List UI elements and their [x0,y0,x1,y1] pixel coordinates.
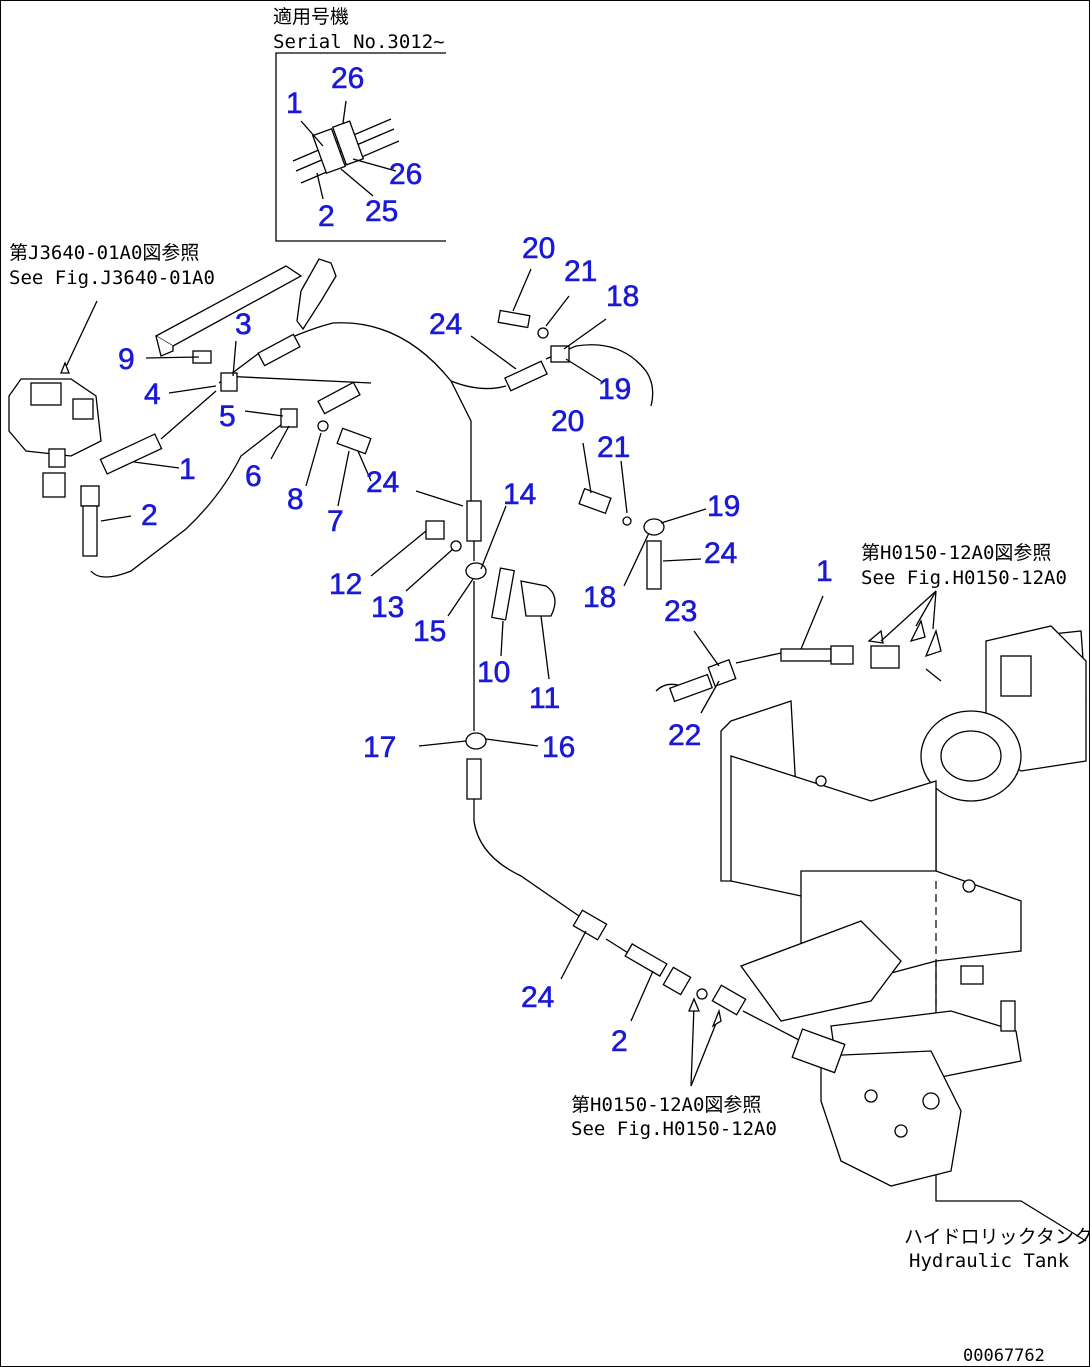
callout-15: 15 [413,615,446,648]
ref-top-en: See Fig.J3640-01A0 [9,267,215,289]
center-hose [425,500,802,1042]
ref-bottom-jp: 第H0150-12A0図参照 [571,1094,761,1116]
callout-1: 1 [816,555,833,588]
callout-20: 20 [522,232,555,265]
tank-label-jp: ハイドロリックタンク [904,1226,1090,1248]
serial-note-en: Serial No.3012~ [273,31,445,53]
callout-18: 18 [606,280,639,313]
callout-4: 4 [144,378,161,411]
callout-6: 6 [245,460,262,493]
callout-14: 14 [503,478,536,511]
callout-11: 11 [529,682,560,715]
callout-22: 22 [668,719,701,752]
callout-13: 13 [371,591,404,624]
ref-right-jp: 第H0150-12A0図参照 [861,542,1051,564]
callout-5: 5 [219,400,236,433]
callout-1: 1 [179,453,196,486]
callout-16: 16 [542,731,575,764]
callout-7: 7 [327,505,344,538]
ref-right-en: See Fig.H0150-12A0 [861,567,1067,589]
callout-2: 2 [611,1025,628,1058]
callout-2: 2 [318,200,335,233]
tank-label-en: Hydraulic Tank [909,1250,1070,1272]
callout-3: 3 [235,308,252,341]
callout-25: 25 [365,195,398,228]
notes: 適用号機 Serial No.3012~ 第J3640-01A0図参照 See … [9,6,1090,1366]
callout-24: 24 [366,466,399,499]
callout-8: 8 [287,483,304,516]
hoses-right-middle [578,487,942,703]
callout-24: 24 [429,308,462,341]
left-valve [8,300,102,557]
callout-12: 12 [329,568,362,601]
callout-2: 2 [141,499,158,532]
callout-26: 26 [389,158,422,191]
callout-21: 21 [597,431,630,464]
callout-18: 18 [583,581,616,614]
callout-23: 23 [664,595,697,628]
mounting-bracket [154,258,337,357]
inset-detail [275,52,446,242]
ref-bottom-en: See Fig.H0150-12A0 [571,1118,777,1140]
callout-10: 10 [477,656,510,689]
hoses-upper-middle [450,309,654,407]
callout-20: 20 [551,405,584,438]
hoses-left [90,322,472,578]
callout-24: 24 [704,537,737,570]
callout-19: 19 [707,490,740,523]
part-callouts: 26 1 26 2 25 20 21 18 24 3 9 4 19 5 20 2… [118,62,833,1059]
callout-26: 26 [331,62,364,95]
callout-9: 9 [118,343,135,376]
callout-17: 17 [363,731,396,764]
drawing-code: 00067762 [963,1346,1045,1366]
ref-top-jp: 第J3640-01A0図参照 [9,242,199,264]
callout-24: 24 [521,981,554,1014]
callout-21: 21 [564,255,597,288]
leader-lines [100,268,937,1087]
callout-1: 1 [286,87,303,120]
serial-note-jp: 適用号機 [273,6,349,28]
hydraulic-tank-frame [720,625,1087,1242]
callout-19: 19 [598,373,631,406]
